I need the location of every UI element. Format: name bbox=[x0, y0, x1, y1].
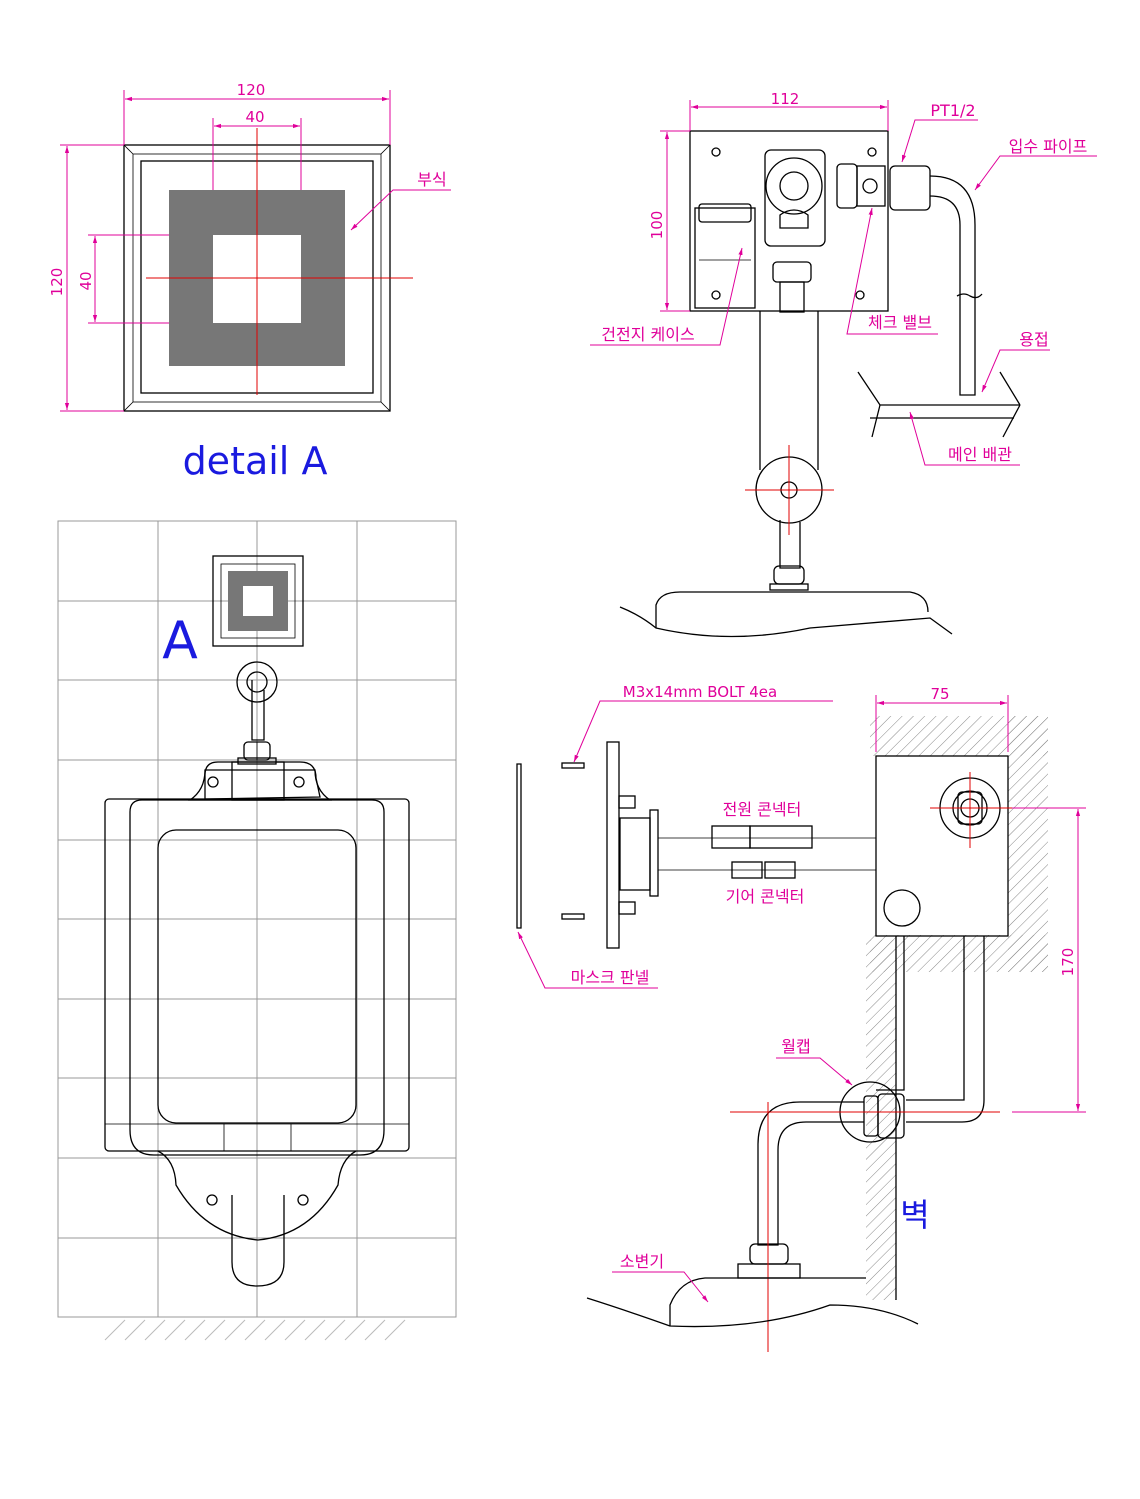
valve-box bbox=[689, 130, 889, 312]
label-check-valve: 체크 밸브 bbox=[868, 313, 932, 332]
side-view: 112 100 PT1/2 입수 파이프 건전지 케이스 체크 밸브 용접 메인… bbox=[590, 90, 1097, 638]
label-gear-connector: 기어 콘넥터 bbox=[726, 887, 805, 906]
inlet-pipe bbox=[929, 175, 976, 396]
battery-case bbox=[694, 207, 756, 309]
dim-box-depth: 75 bbox=[930, 685, 949, 703]
valve-box-side bbox=[875, 755, 1009, 937]
front-view: A bbox=[57, 520, 457, 1341]
install-view: 75 170 M3x14mm BOLT 4ea 전원 콘넥터 기어 콘넥터 마스… bbox=[516, 683, 1086, 1352]
sensor-plate-front bbox=[212, 555, 304, 647]
mask-panel-edge bbox=[516, 763, 522, 929]
label-pt: PT1/2 bbox=[930, 101, 975, 120]
label-weld: 용접 bbox=[1019, 330, 1048, 349]
mask-panel bbox=[606, 741, 620, 949]
label-battery-case: 건전지 케이스 bbox=[601, 325, 694, 344]
dim-install-height: 170 bbox=[1059, 948, 1077, 977]
dim-detail-inner-height: 40 bbox=[77, 271, 95, 290]
label-urinal: 소변기 bbox=[620, 1252, 664, 1271]
power-connector bbox=[711, 825, 751, 849]
gear-connector bbox=[731, 861, 763, 879]
label-wall: 벽 bbox=[900, 1196, 929, 1234]
detail-a-caption: detail A bbox=[183, 439, 328, 483]
dim-detail-width: 120 bbox=[237, 81, 266, 99]
detail-a: 120 40 120 40 부식 detail A bbox=[48, 81, 451, 483]
urinal-body bbox=[104, 798, 410, 1152]
solenoid bbox=[764, 149, 826, 247]
check-valve bbox=[856, 165, 886, 207]
label-corrosion: 부식 bbox=[417, 170, 446, 189]
label-main-pipe: 메인 배관 bbox=[948, 445, 1012, 464]
dim-box-width: 112 bbox=[771, 90, 800, 108]
label-power-connector: 전원 콘넥터 bbox=[723, 800, 802, 819]
marker-a: A bbox=[162, 611, 198, 671]
dim-box-height: 100 bbox=[648, 211, 666, 240]
label-inlet-pipe: 입수 파이프 bbox=[1009, 137, 1088, 156]
urinal-top-ears bbox=[204, 761, 321, 800]
label-bolt: M3x14mm BOLT 4ea bbox=[623, 683, 777, 701]
urinal-bowl bbox=[157, 829, 357, 1124]
dim-detail-height: 120 bbox=[48, 268, 66, 297]
dim-detail-inner-width: 40 bbox=[245, 108, 264, 126]
label-mask-panel: 마스크 판넬 bbox=[571, 968, 650, 987]
label-wall-cap: 월캡 bbox=[781, 1037, 810, 1056]
